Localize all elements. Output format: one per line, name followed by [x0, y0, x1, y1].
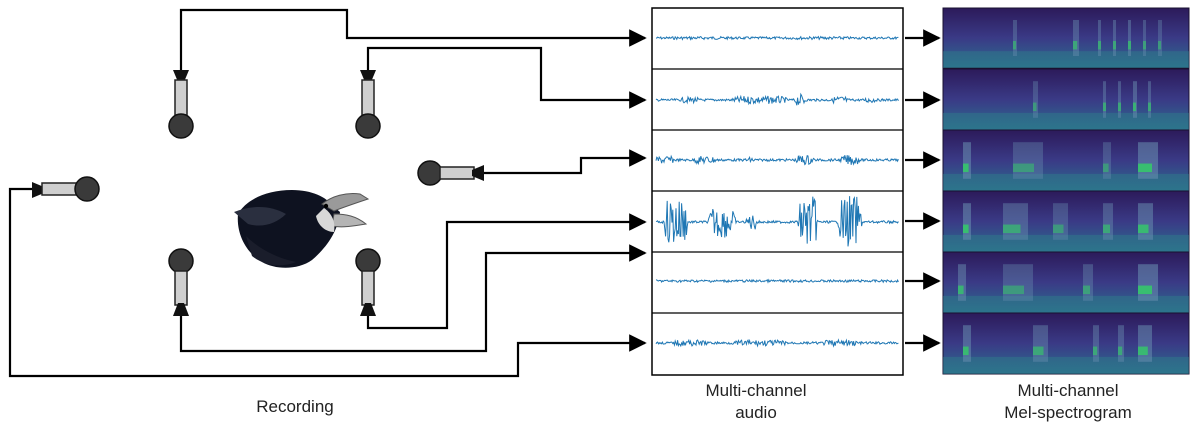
spectrogram-channel [942, 312, 1190, 375]
spectrogram-label-line1: Multi-channel [1017, 381, 1118, 400]
microphone-icon [32, 176, 100, 202]
audio-section: Multi-channel audio [651, 7, 904, 422]
waveform-channel [655, 35, 899, 41]
spectrogram-channel [942, 129, 1190, 192]
waveforms [655, 35, 899, 348]
line-mic-bottom-right [366, 213, 647, 330]
microphone-icon [355, 70, 381, 139]
waveform-channel [655, 278, 899, 284]
spectrogram-channel [942, 7, 1190, 69]
waveform-channel [655, 338, 899, 348]
spectrogram-channel [942, 68, 1190, 131]
line-mic-right [480, 149, 647, 175]
line-mic-top-right [366, 46, 647, 109]
line-mic-top-left [179, 8, 647, 72]
microphone-icon [417, 160, 484, 186]
channel-separators [652, 68, 903, 314]
microphone-icon [355, 248, 381, 316]
microphone-icon [168, 70, 194, 139]
connection-lines [8, 8, 647, 378]
recording-section: Recording [8, 8, 647, 416]
microphone-icon [168, 248, 194, 316]
waveform-channel [655, 92, 899, 106]
bird-icon [234, 190, 370, 268]
spectrogram-label-line2: Mel-spectrogram [1004, 403, 1132, 422]
audio-label-line2: audio [735, 403, 777, 422]
spectrogram-channel [942, 190, 1190, 253]
line-mic-far-left [8, 187, 647, 378]
waveform-channel [655, 195, 899, 247]
spectrograms [942, 7, 1190, 375]
recording-label: Recording [256, 397, 334, 416]
line-mic-bottom-left [179, 244, 647, 353]
audio-to-spectrogram-arrows [905, 29, 941, 352]
audio-label-line1: Multi-channel [705, 381, 806, 400]
waveform-channel [655, 154, 899, 166]
spectrogram-channel [942, 251, 1190, 314]
spectrogram-section: Multi-channel Mel-spectrogram [942, 7, 1190, 422]
